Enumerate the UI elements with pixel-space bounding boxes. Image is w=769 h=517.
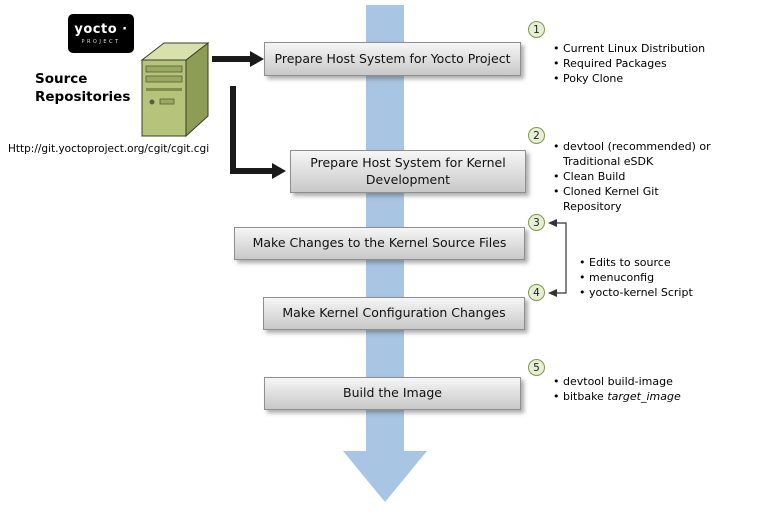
note-item: yocto-kernel Script bbox=[578, 285, 733, 300]
yocto-logo-text: yocto · bbox=[74, 22, 128, 37]
source-repositories-label: Source Repositories bbox=[35, 70, 130, 106]
note-item: devtool build-image bbox=[552, 374, 742, 389]
notes-step-2: devtool (recommended) or Traditional eSD… bbox=[552, 139, 712, 214]
bitbake-command-prefix: bitbake bbox=[563, 390, 608, 403]
note-item: Cloned Kernel Git Repository bbox=[552, 184, 712, 214]
git-repo-url: Http://git.yoctoproject.org/cgit/cgit.cg… bbox=[8, 143, 210, 155]
step-number-2: 2 bbox=[528, 127, 545, 144]
note-item: Poky Clone bbox=[552, 71, 747, 86]
step-box-build-image: Build the Image bbox=[264, 377, 521, 410]
yocto-logo: yocto · PROJECT bbox=[68, 14, 134, 53]
note-item: Edits to source bbox=[578, 255, 733, 270]
step-number-5: 5 bbox=[528, 359, 545, 376]
note-item: Clean Build bbox=[552, 169, 712, 184]
note-item: bitbake target_image bbox=[552, 389, 742, 404]
step-number-4: 4 bbox=[528, 284, 545, 301]
note-item: devtool (recommended) or Traditional eSD… bbox=[552, 139, 712, 169]
bitbake-target-image-arg: target_image bbox=[607, 390, 681, 403]
notes-step-5: devtool build-image bitbake target_image bbox=[552, 374, 742, 404]
source-label-line2: Repositories bbox=[35, 89, 131, 105]
step-number-1: 1 bbox=[528, 21, 545, 38]
step-number-3: 3 bbox=[528, 214, 545, 231]
step-box-prepare-host-kernel: Prepare Host System for Kernel Developme… bbox=[290, 150, 526, 193]
source-label-line1: Source bbox=[35, 71, 88, 87]
notes-steps-3-4: Edits to source menuconfig yocto-kernel … bbox=[578, 255, 733, 300]
note-item: Required Packages bbox=[552, 56, 747, 71]
notes-step-1: Current Linux Distribution Required Pack… bbox=[552, 41, 747, 86]
step-box-prepare-host-yocto: Prepare Host System for Yocto Project bbox=[264, 42, 521, 76]
note-item: Current Linux Distribution bbox=[552, 41, 747, 56]
yocto-logo-tagline: PROJECT bbox=[81, 39, 121, 45]
server-computer-icon bbox=[140, 41, 210, 138]
step-box-make-config-changes: Make Kernel Configuration Changes bbox=[263, 297, 525, 330]
note-item: menuconfig bbox=[578, 270, 733, 285]
step-box-make-source-changes: Make Changes to the Kernel Source Files bbox=[234, 227, 525, 260]
